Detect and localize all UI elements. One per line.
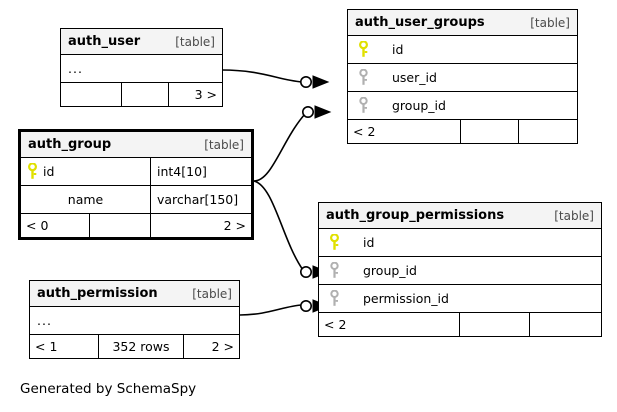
table-name-auth-group-permissions: auth_group_permissions [326, 208, 505, 223]
table-header-auth-group: auth_group [table] [21, 132, 251, 158]
generated-by-credit: Generated by SchemaSpy [20, 381, 197, 397]
column-row-user-groups-id[interactable]: id [348, 36, 577, 64]
crowfoot-user-groups-group-id [314, 105, 332, 119]
table-kind-auth-permission: [table] [192, 286, 232, 301]
collapsed-columns-auth-user: ... [61, 55, 222, 83]
optional-marker-group-permissions-permission-id [299, 299, 312, 312]
table-kind-auth-group: [table] [204, 137, 244, 152]
table-auth-user[interactable]: auth_user [table] ... 3 > [60, 28, 223, 107]
table-name-auth-user-groups: auth_user_groups [355, 15, 485, 30]
column-label-group-permissions-id: id [363, 235, 375, 250]
foreign-key-icon [352, 69, 374, 86]
footer-parents-auth-user-groups: < 2 [353, 124, 376, 139]
table-kind-auth-user: [table] [175, 34, 215, 49]
column-row-group-permissions-permission-id[interactable]: permission_id [319, 285, 601, 313]
column-name-cell-group-permissions-group-id: group_id [319, 257, 601, 284]
column-name-cell-group-permissions-id: id [319, 229, 601, 256]
footer-children-auth-group: 2 > [150, 214, 251, 237]
column-label-user-groups-user-id: user_id [392, 70, 437, 85]
footer-rows-auth-permission: 352 rows [98, 335, 183, 358]
table-auth-group[interactable]: auth_group [table] id int4[10] name v [18, 129, 254, 240]
column-row-group-permissions-group-id[interactable]: group_id [319, 257, 601, 285]
column-row-auth-group-id[interactable]: id int4[10] [21, 158, 251, 186]
edge-auth-group-to-user-groups [253, 113, 306, 182]
table-name-auth-permission: auth_permission [37, 286, 158, 301]
column-name-cell-auth-group-id: id [21, 158, 150, 185]
table-header-auth-user: auth_user [table] [61, 29, 222, 55]
collapsed-columns-auth-permission: ... [30, 307, 239, 335]
optional-marker-user-groups-group-id [301, 106, 314, 119]
footer-rows-auth-user-groups [460, 120, 518, 143]
column-name-cell-user-groups-group-id: group_id [348, 92, 577, 119]
column-label-auth-group-id: id [43, 164, 55, 179]
edge-auth-user-to-user-groups [221, 69, 303, 83]
column-row-user-groups-group-id[interactable]: group_id [348, 92, 577, 120]
table-header-auth-group-permissions: auth_group_permissions [table] [319, 203, 601, 229]
footer-parents-auth-group-permissions: < 2 [324, 317, 347, 332]
column-label-auth-group-name: name [67, 192, 104, 207]
table-footer-auth-user: 3 > [61, 83, 222, 106]
table-footer-auth-group: < 0 2 > [21, 214, 251, 237]
table-header-auth-permission: auth_permission [table] [30, 281, 239, 307]
footer-parents-auth-group: < 0 [26, 218, 49, 233]
primary-key-icon [352, 41, 374, 58]
footer-children-auth-permission: 2 > [183, 335, 239, 358]
table-name-auth-user: auth_user [68, 34, 141, 49]
footer-children-auth-user-groups [518, 120, 577, 143]
column-label-user-groups-id: id [392, 42, 404, 57]
optional-marker-group-permissions-group-id [299, 265, 312, 278]
column-name-cell-user-groups-id: id [348, 36, 577, 63]
table-header-auth-user-groups: auth_user_groups [table] [348, 10, 577, 36]
table-auth-user-groups[interactable]: auth_user_groups [table] id [347, 9, 578, 144]
footer-parents-auth-permission: < 1 [35, 339, 58, 354]
table-footer-auth-user-groups: < 2 [348, 120, 577, 143]
table-auth-group-permissions[interactable]: auth_group_permissions [table] id [318, 202, 602, 337]
column-label-group-permissions-group-id: group_id [363, 263, 417, 278]
foreign-key-icon [352, 97, 374, 114]
footer-rows-auth-user [121, 83, 168, 106]
column-name-cell-group-permissions-permission-id: permission_id [319, 285, 601, 312]
column-row-group-permissions-id[interactable]: id [319, 229, 601, 257]
crowfoot-user-groups-user-id [312, 75, 330, 89]
table-name-auth-group: auth_group [28, 137, 112, 152]
column-row-user-groups-user-id[interactable]: user_id [348, 64, 577, 92]
primary-key-icon [323, 234, 345, 251]
column-type-auth-group-id: int4[10] [150, 158, 251, 185]
column-name-cell-user-groups-user-id: user_id [348, 64, 577, 91]
optional-marker-user-groups-user-id [299, 76, 312, 89]
table-auth-permission[interactable]: auth_permission [table] ... < 1 352 rows… [29, 280, 240, 359]
column-row-auth-group-name[interactable]: name varchar[150] [21, 186, 251, 214]
footer-children-auth-user: 3 > [168, 83, 222, 106]
footer-rows-auth-group [89, 214, 150, 237]
primary-key-icon [21, 163, 43, 180]
table-footer-auth-group-permissions: < 2 [319, 313, 601, 336]
footer-parents-auth-user [61, 83, 121, 106]
edge-auth-permission-to-group-permissions [239, 304, 303, 316]
foreign-key-icon [323, 262, 345, 279]
table-kind-auth-user-groups: [table] [530, 15, 570, 30]
column-label-group-permissions-permission-id: permission_id [363, 291, 449, 306]
table-footer-auth-permission: < 1 352 rows 2 > [30, 335, 239, 358]
edge-auth-group-to-group-permissions [253, 180, 304, 271]
foreign-key-icon [323, 290, 345, 307]
column-name-cell-auth-group-name: name [21, 186, 150, 213]
footer-rows-auth-group-permissions [459, 313, 529, 336]
table-kind-auth-group-permissions: [table] [554, 208, 594, 223]
column-type-auth-group-name: varchar[150] [150, 186, 251, 213]
footer-children-auth-group-permissions [529, 313, 601, 336]
column-label-user-groups-group-id: group_id [392, 98, 446, 113]
